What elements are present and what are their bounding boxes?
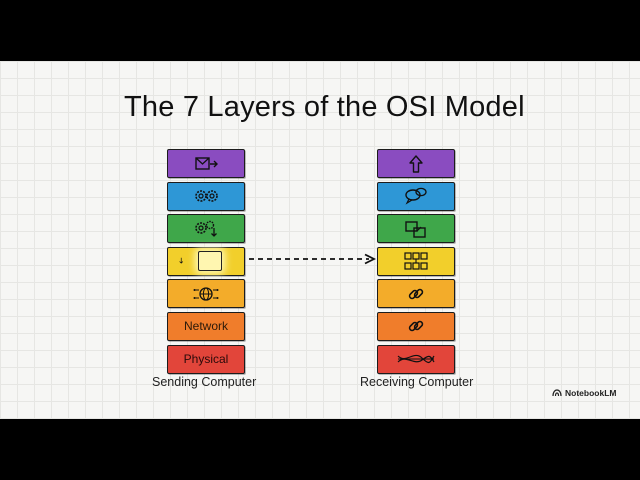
notebooklm-logo-icon	[552, 389, 562, 397]
receiving-layer-6	[377, 181, 455, 211]
up-arrow-icon	[409, 154, 423, 173]
receiving-layer-1	[377, 344, 455, 374]
highlighted-box-icon	[198, 251, 222, 272]
windows-icon	[405, 220, 426, 238]
sending-stack: Network Physical	[167, 149, 245, 377]
receiving-layer-7	[377, 149, 455, 178]
network-layer-label: Network	[183, 319, 228, 334]
sending-computer-label: Sending Computer	[152, 375, 257, 389]
receiving-layer-5	[377, 214, 455, 244]
chain-link-icon	[408, 288, 424, 300]
brand-name: NotebookLM	[565, 388, 617, 398]
slide-title: The 7 Layers of the OSI Model	[124, 91, 525, 123]
globe-network-icon	[193, 287, 219, 301]
wires-icon	[397, 354, 435, 364]
chain-link-icon	[408, 321, 424, 332]
receiving-stack	[377, 149, 455, 377]
sending-layer-1: Physical	[167, 344, 245, 374]
physical-layer-label: Physical	[183, 352, 229, 367]
gears-icon	[195, 190, 218, 202]
receiving-layer-2	[377, 311, 455, 341]
receiving-computer-label: Receiving Computer	[360, 375, 474, 389]
grid-boxes-icon	[404, 252, 428, 270]
gears-arrow-icon	[195, 220, 217, 237]
sending-layer-7	[167, 149, 245, 178]
chat-bubbles-icon	[405, 187, 427, 205]
sending-layer-4-active	[167, 246, 245, 276]
sending-layer-2: Network	[167, 311, 245, 341]
sending-layer-6	[167, 181, 245, 211]
receiving-layer-4	[377, 246, 455, 276]
receiving-layer-3	[377, 279, 455, 309]
envelope-arrow-icon	[195, 156, 218, 170]
dashed-arrow	[249, 253, 377, 265]
sending-layer-3	[167, 279, 245, 309]
down-arrow-icon	[179, 257, 184, 264]
notebooklm-brand: NotebookLM	[552, 388, 616, 398]
sending-layer-5	[167, 214, 245, 244]
slide: The 7 Layers of the OSI Model	[0, 61, 640, 419]
